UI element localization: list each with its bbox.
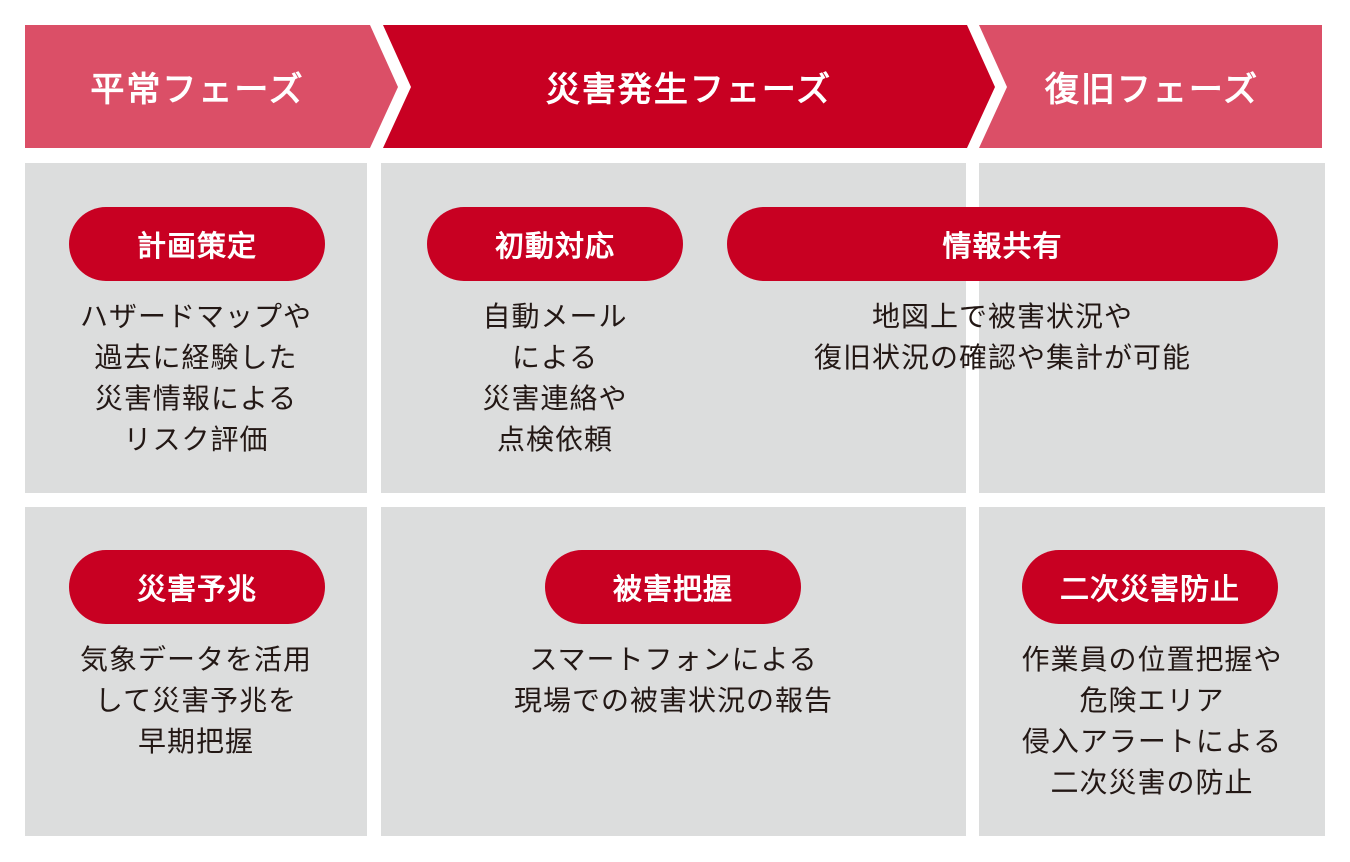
desc-disaster-signs: 気象データを活用 して災害予兆を 早期把握 [79, 643, 312, 758]
phase-arrow-recovery [979, 25, 1322, 148]
desc-planning: ハザードマップや 過去に経験した 災害情報による リスク評価 [79, 300, 312, 456]
phase-label-normal: 平常フェーズ [90, 70, 305, 110]
phase-arrow-normal [25, 25, 398, 148]
phase-header [25, 25, 1322, 148]
pill-planning: 計画策定 [69, 207, 325, 281]
desc-damage-assessment: スマートフォンによる 現場での被害状況の報告 [513, 643, 833, 717]
desc-info-sharing: 地図上で被害状況や 復旧状況の確認や集計が可能 [813, 300, 1191, 374]
phase-arrow-disaster [383, 25, 995, 148]
pill-initial-response: 初動対応 [427, 207, 683, 281]
desc-initial-response: 自動メール による 災害連絡や 点検依頼 [482, 300, 628, 456]
pill-damage-assessment: 被害把握 [545, 550, 801, 624]
pill-disaster-signs: 災害予兆 [69, 550, 325, 624]
pill-info-sharing: 情報共有 [727, 207, 1278, 281]
pill-secondary-prevention: 二次災害防止 [1022, 550, 1278, 624]
phase-label-disaster: 災害発生フェーズ [545, 70, 833, 110]
desc-secondary-prevention: 作業員の位置把握や 危険エリア 侵入アラートによる 二次災害の防止 [1021, 643, 1283, 799]
phase-label-recovery: 復旧フェーズ [1044, 70, 1260, 110]
